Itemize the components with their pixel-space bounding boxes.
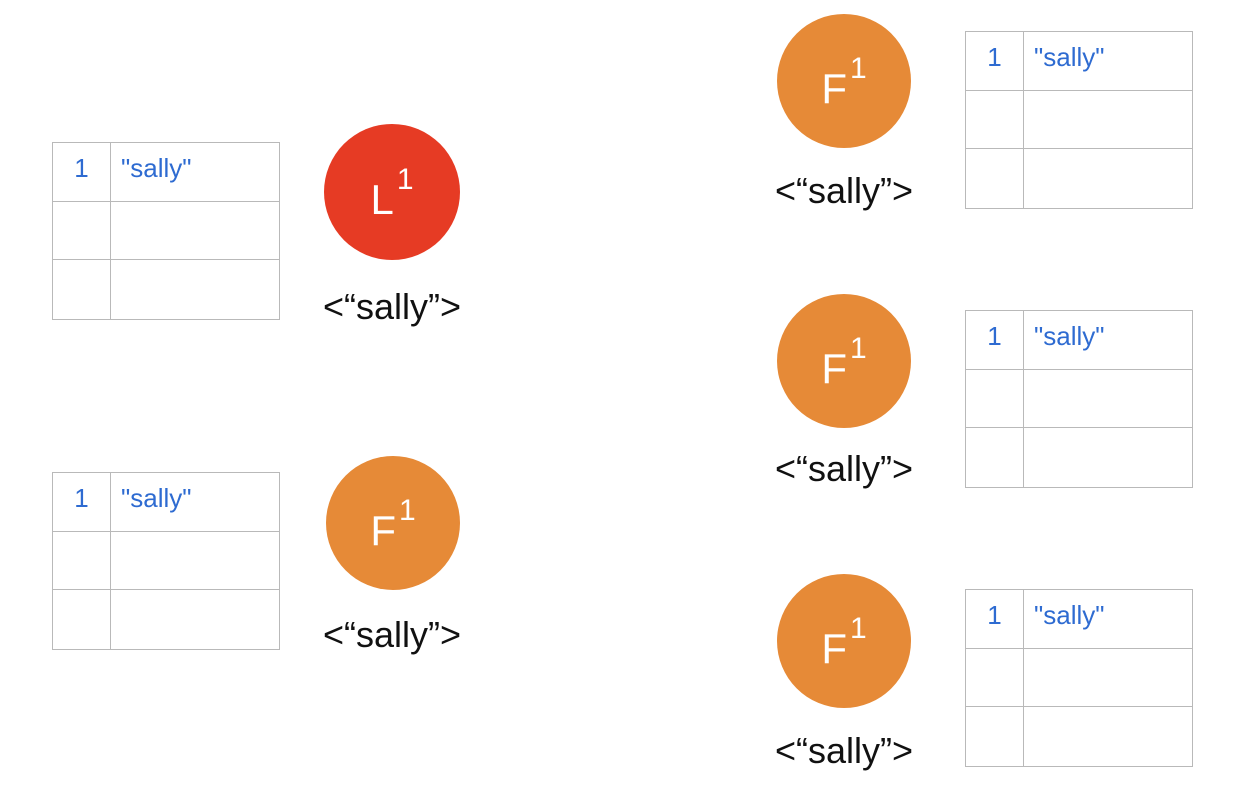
log-index-cell	[966, 369, 1024, 429]
log-value-cell	[111, 532, 279, 591]
node-term-label: 1	[849, 612, 867, 645]
node-role-label: F	[821, 345, 847, 392]
log-index-cell	[966, 648, 1024, 708]
log-table: 1 "sally"	[965, 589, 1193, 767]
log-index-cell	[966, 149, 1024, 208]
node-state-label: <“sally”>	[322, 614, 462, 655]
log-value-cell	[1024, 149, 1192, 208]
node-state-label: <“sally”>	[322, 286, 462, 327]
log-value-cell: "sally"	[1024, 590, 1192, 649]
node-role-label: L	[370, 176, 394, 223]
node-term-label: 1	[849, 332, 867, 365]
log-value-cell	[111, 590, 279, 649]
log-index-cell: 1	[53, 143, 111, 202]
log-table: 1 "sally"	[52, 472, 280, 650]
log-value-cell	[1024, 707, 1192, 766]
node-role-label: F	[821, 65, 847, 112]
log-index-cell	[966, 428, 1024, 487]
log-value-cell	[1024, 91, 1192, 150]
log-value-cell	[1024, 370, 1192, 429]
log-value-cell	[111, 202, 279, 261]
node-state-label: <“sally”>	[774, 448, 914, 489]
log-value-cell: "sally"	[1024, 311, 1192, 370]
log-value-cell	[111, 260, 279, 319]
log-table: 1 "sally"	[965, 310, 1193, 488]
log-index-cell: 1	[966, 590, 1024, 649]
log-value-cell: "sally"	[1024, 32, 1192, 91]
node-term-label: 1	[849, 52, 867, 85]
log-index-cell: 1	[966, 32, 1024, 91]
node-state-label: <“sally”>	[774, 170, 914, 211]
log-value-cell: "sally"	[111, 143, 279, 202]
log-table: 1 "sally"	[965, 31, 1193, 209]
node-term-label: 1	[396, 163, 414, 196]
log-table: 1 "sally"	[52, 142, 280, 320]
log-index-cell: 1	[966, 311, 1024, 370]
log-index-cell	[53, 590, 111, 649]
log-index-cell	[53, 531, 111, 591]
node-state-label: <“sally”>	[774, 730, 914, 771]
log-index-cell	[53, 201, 111, 261]
log-index-cell	[53, 260, 111, 319]
node-role-label: F	[370, 507, 396, 554]
log-index-cell: 1	[53, 473, 111, 532]
log-value-cell	[1024, 428, 1192, 487]
log-index-cell	[966, 707, 1024, 766]
log-value-cell	[1024, 649, 1192, 708]
log-index-cell	[966, 90, 1024, 150]
node-term-label: 1	[398, 494, 416, 527]
log-value-cell: "sally"	[111, 473, 279, 532]
node-role-label: F	[821, 625, 847, 672]
